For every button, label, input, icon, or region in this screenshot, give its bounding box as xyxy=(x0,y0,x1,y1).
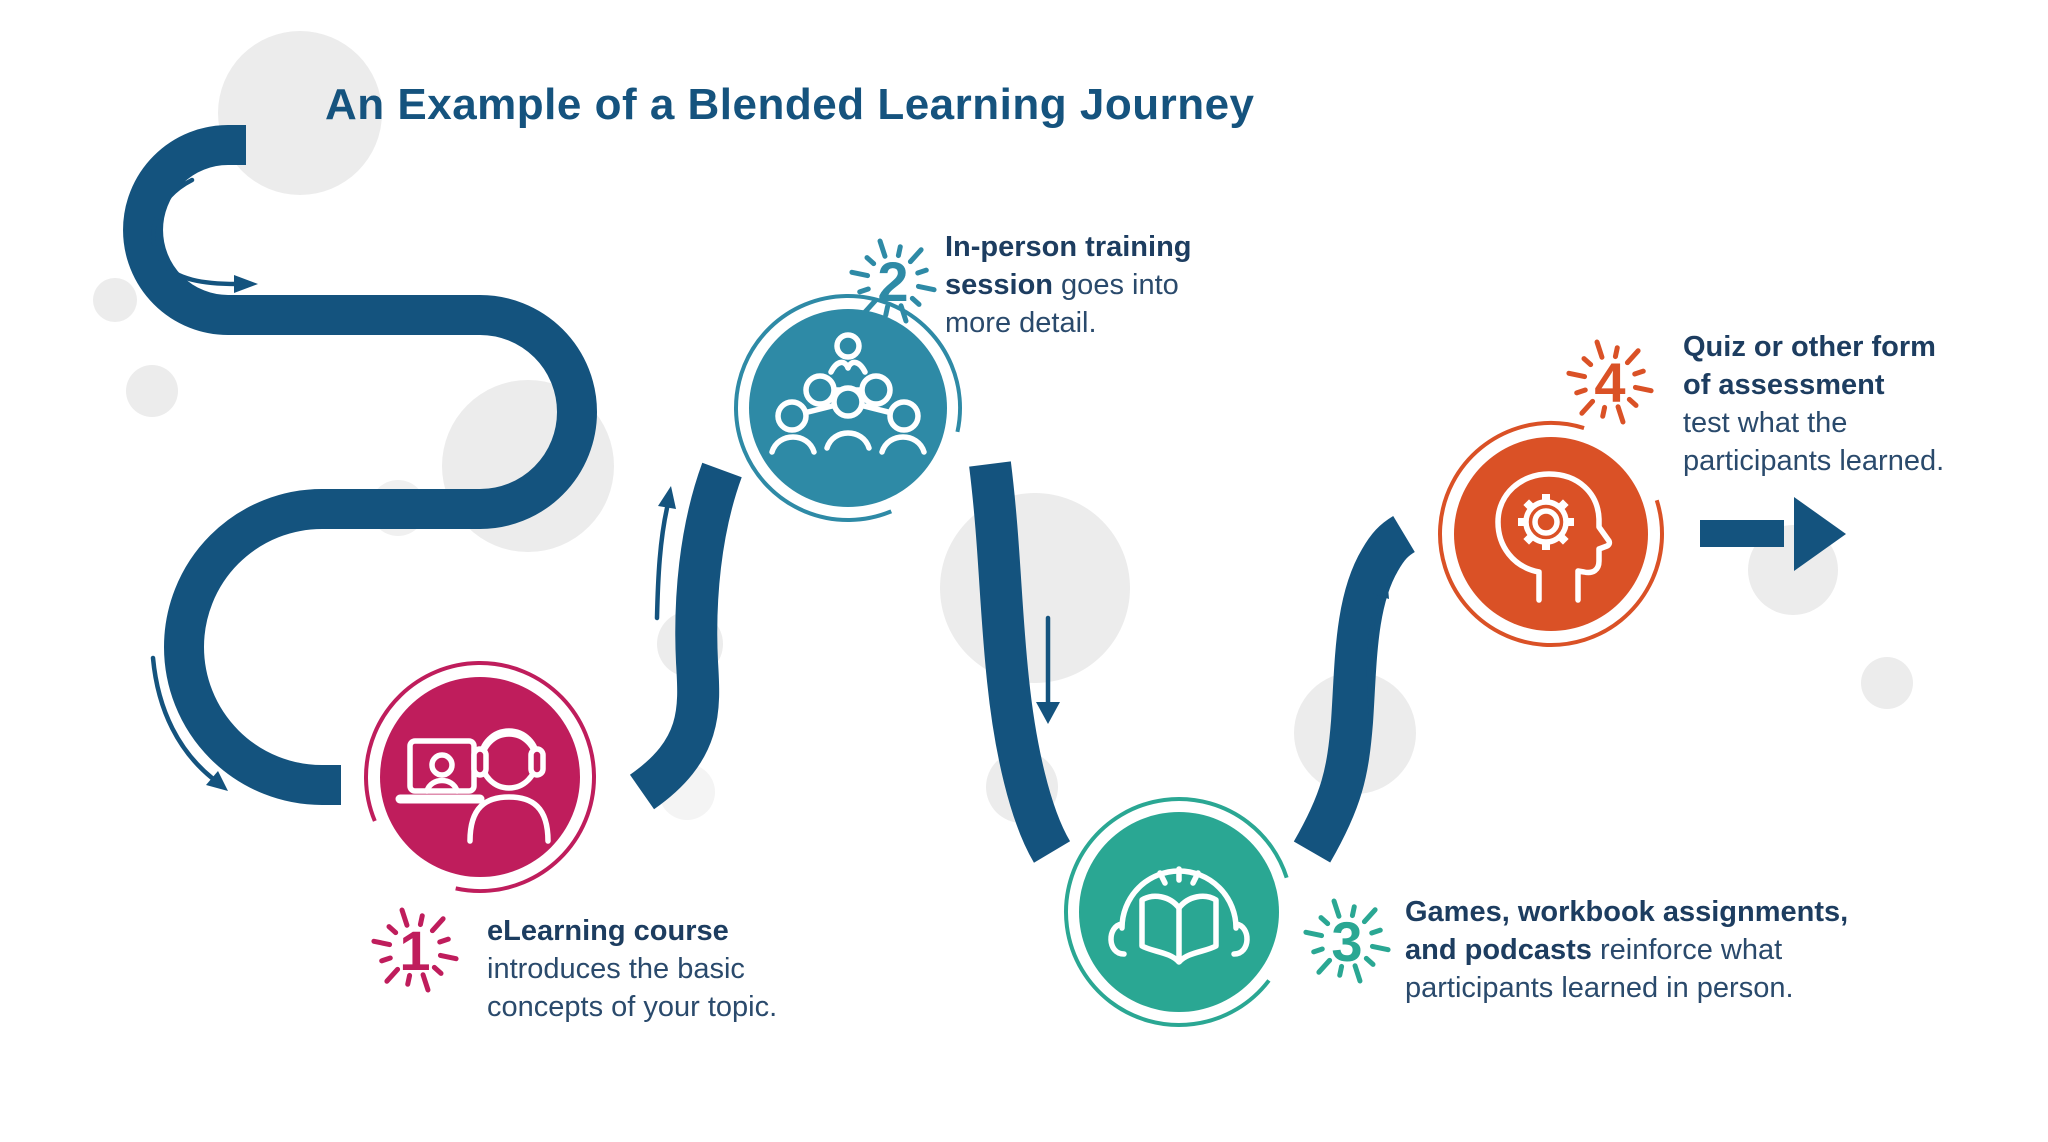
step-4-description: Quiz or other form of assessment test wh… xyxy=(1683,328,1944,480)
text-line: more detail. xyxy=(945,307,1097,339)
up-arrow-step1-step2-icon xyxy=(654,486,676,621)
step-4-circle xyxy=(1438,421,1664,647)
step-1-number: 1 xyxy=(399,919,430,982)
direction-arrows xyxy=(150,177,1389,791)
step-2-number: 2 xyxy=(877,250,908,313)
up-arrow-step3-step4-icon xyxy=(1366,576,1389,717)
step-3-number: 3 xyxy=(1331,910,1362,973)
step-1-circle xyxy=(364,661,596,894)
assessment-head-gear-icon xyxy=(1495,471,1613,603)
step-4-number: 4 xyxy=(1594,351,1625,414)
text-line: introduces the basic xyxy=(487,953,745,985)
online-learning-laptop-headphones-icon xyxy=(395,728,551,844)
step-2-description: In-person training session goes into mor… xyxy=(945,228,1192,342)
step-1-description: eLearning course introduces the basic co… xyxy=(487,912,777,1026)
text-line: concepts of your topic. xyxy=(487,991,778,1023)
down-arrow-step2-step3-icon xyxy=(1036,615,1060,724)
text-line: Quiz or other form xyxy=(1683,331,1936,363)
connector-step3-step4 xyxy=(1293,515,1416,863)
in-person-training-group-icon xyxy=(769,332,927,455)
step-3-description: Games, workbook assignments, and podcast… xyxy=(1405,893,1848,1007)
podcast-headphones-book-icon xyxy=(1108,866,1250,965)
journey-connectors xyxy=(629,461,1416,863)
connector-step2-step3 xyxy=(969,461,1071,863)
text-line: In-person training xyxy=(945,231,1192,263)
curved-arrow-start-icon xyxy=(151,177,258,293)
text-line: eLearning course xyxy=(487,915,729,947)
text-line: participants learned in person. xyxy=(1405,972,1794,1004)
text-line: Games, workbook assignments, xyxy=(1405,896,1849,928)
connector-step1-step2 xyxy=(629,462,742,810)
page-title: An Example of a Blended Learning Journey xyxy=(325,80,1255,129)
journey-s-path xyxy=(123,125,597,805)
step-3-circle xyxy=(1064,797,1294,1027)
text-line: and podcasts reinforce what xyxy=(1405,934,1783,966)
text-line: participants learned. xyxy=(1683,445,1945,477)
exit-arrow-icon xyxy=(1700,497,1846,571)
curved-arrow-to-step1-icon xyxy=(150,655,228,791)
text-line: of assessment xyxy=(1683,369,1885,401)
step-2-circle xyxy=(734,294,962,522)
text-line: test what the xyxy=(1683,407,1848,439)
text-line: session goes into xyxy=(945,269,1179,301)
